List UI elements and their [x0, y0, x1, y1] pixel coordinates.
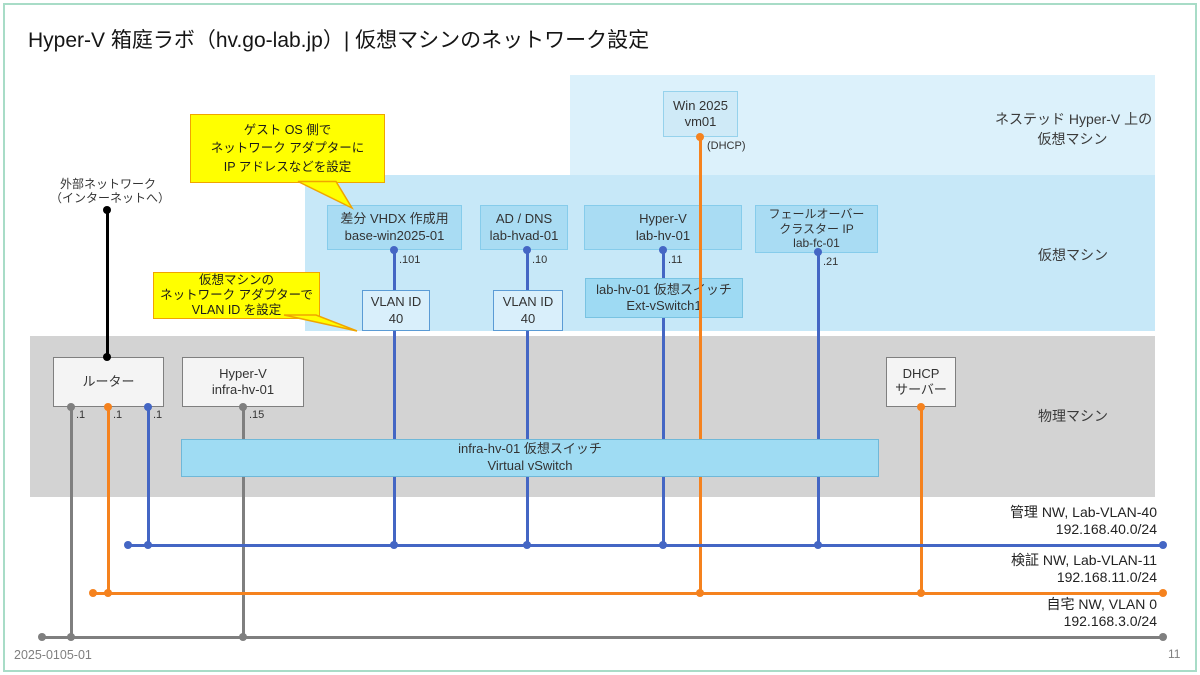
router-test-line: [107, 407, 110, 593]
node-vm01[interactable]: Win 2025 vm01: [663, 91, 738, 137]
hvad-pin: [523, 246, 531, 254]
callout-vlan: 仮想マシンの ネットワーク アダプターで VLAN ID を設定: [153, 272, 320, 319]
mgmt-bus-router-dot: [144, 541, 152, 549]
home-bus-left-dot: [38, 633, 46, 641]
hvad-mgmt-line: [526, 250, 529, 545]
page-title: Hyper-V 箱庭ラボ（hv.go-lab.jp）| 仮想マシンのネットワーク…: [28, 29, 650, 52]
router-test-pin: [104, 403, 112, 411]
mgmt-bus-base-dot: [390, 541, 398, 549]
node-virtual-vswitch[interactable]: infra-hv-01 仮想スイッチ Virtual vSwitch: [181, 439, 879, 477]
router-home-ip: .1: [76, 409, 86, 421]
node-ext-vswitch1[interactable]: lab-hv-01 仮想スイッチ Ext-vSwitch1: [585, 278, 743, 318]
node-lab-hvad-01[interactable]: AD / DNS lab-hvad-01: [480, 205, 568, 250]
router-home-line: [70, 407, 73, 637]
external-network-label: 外部ネットワーク （インターネットへ）: [50, 177, 171, 205]
router-mgmt-pin: [144, 403, 152, 411]
mgmt-bus-right-dot: [1159, 541, 1167, 549]
mgmt-bus-fc-dot: [814, 541, 822, 549]
test-network-label: 検証 NW, Lab-VLAN-11 192.168.11.0/24: [1010, 552, 1157, 585]
callout-guest-os: ゲスト OS 側で ネットワーク アダプターに IP アドレスなどを設定: [190, 114, 385, 183]
test-bus-right-dot: [1159, 589, 1167, 597]
fc-ip: .21: [823, 256, 839, 268]
base-ip: .101: [399, 254, 421, 266]
home-bus-right-dot: [1159, 633, 1167, 641]
mgmt-bus-hvad-dot: [523, 541, 531, 549]
vm01-pin: [696, 133, 704, 141]
external-router-dot: [103, 353, 111, 361]
node-lab-fc-01[interactable]: フェールオーバー クラスター IP lab-fc-01: [755, 205, 878, 253]
vlan-box-base[interactable]: VLAN ID 40: [362, 290, 430, 331]
node-dhcp-server[interactable]: DHCP サーバー: [886, 357, 956, 407]
test-bus-vm01-dot: [696, 589, 704, 597]
vm01-ip: (DHCP): [707, 140, 746, 152]
hv-ip: .11: [668, 254, 683, 266]
fc-pin: [814, 248, 822, 256]
node-base-win2025-01[interactable]: 差分 VHDX 作成用 base-win2025-01: [327, 205, 462, 250]
home-bus-infra-dot: [239, 633, 247, 641]
dhcp-test-line: [920, 407, 923, 593]
bus-home-network: [42, 635, 1163, 639]
fc-mgmt-line: [817, 252, 820, 545]
footer-doc-id: 2025-0105-01: [14, 648, 92, 662]
infra-pin: [239, 403, 247, 411]
vm01-test-line: [699, 137, 702, 593]
home-bus-router-dot: [67, 633, 75, 641]
mgmt-bus-hv-dot: [659, 541, 667, 549]
mgmt-network-label: 管理 NW, Lab-VLAN-40 192.168.40.0/24: [1009, 504, 1157, 537]
dhcp-pin: [917, 403, 925, 411]
mgmt-bus-left-dot: [124, 541, 132, 549]
base-pin: [390, 246, 398, 254]
test-bus-dhcp-dot: [917, 589, 925, 597]
page-number: 11: [1168, 647, 1181, 661]
router-home-pin: [67, 403, 75, 411]
vlan-box-hvad[interactable]: VLAN ID 40: [493, 290, 563, 331]
test-bus-router-dot: [104, 589, 112, 597]
zone-vm-label: 仮想マシン: [1038, 247, 1108, 263]
zone-nested-label: ネステッド Hyper-V 上の 仮想マシン: [995, 111, 1153, 147]
router-mgmt-ip: .1: [153, 409, 163, 421]
base-mgmt-line: [393, 250, 396, 545]
external-top-dot: [103, 206, 111, 214]
bus-mgmt-network: [128, 543, 1163, 547]
router-mgmt-line: [147, 407, 150, 545]
home-network-label: 自宅 NW, VLAN 0 192.168.3.0/24: [1046, 596, 1157, 629]
bus-test-network: [93, 591, 1163, 595]
external-line: [106, 210, 109, 357]
hv-mgmt-line: [662, 250, 665, 545]
hv-pin: [659, 246, 667, 254]
infra-ip: .15: [249, 409, 265, 421]
zone-physical-label: 物理マシン: [1038, 408, 1108, 424]
router-test-ip: .1: [113, 409, 123, 421]
infra-home-line: [242, 407, 245, 637]
hvad-ip: .10: [532, 254, 548, 266]
test-bus-left-dot: [89, 589, 97, 597]
